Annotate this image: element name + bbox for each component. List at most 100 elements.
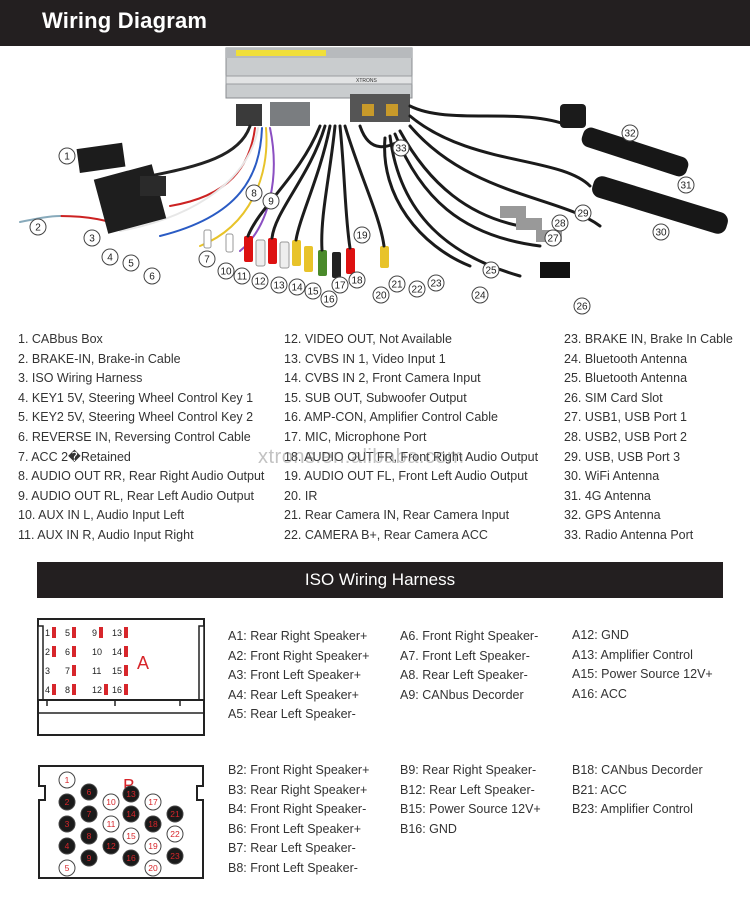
- rca-cables: [246, 124, 386, 252]
- pin-circle: [80, 805, 98, 823]
- callout: 12: [251, 272, 269, 290]
- pin-label: 12: [106, 841, 116, 851]
- pin-circle: [58, 837, 76, 855]
- pin-label: 22: [170, 829, 180, 839]
- list-item: A12: GND: [572, 628, 629, 642]
- svg-text:21: 21: [391, 280, 403, 291]
- list-item: 31. 4G Antenna: [564, 488, 651, 503]
- pin-contact: [104, 684, 108, 695]
- pin-circle: [122, 827, 140, 845]
- svg-text:4: 4: [107, 253, 113, 264]
- list-item: A13: Amplifier Control: [572, 647, 693, 662]
- list-item: 33. Radio Antenna Port: [564, 527, 694, 542]
- callout: 2: [29, 218, 47, 236]
- connector-a-label: A: [137, 653, 149, 673]
- pin-circle: [102, 815, 120, 833]
- callout: 22: [408, 280, 426, 298]
- pin-label: 7: [87, 809, 92, 819]
- list-item: 7. ACC 2�Retained: [18, 449, 131, 464]
- pin-contact: [72, 665, 76, 676]
- svg-text:25: 25: [485, 266, 497, 277]
- pin-label: 14: [126, 809, 136, 819]
- callout: 10: [217, 262, 235, 280]
- list-item: 3. ISO Wiring Harness: [18, 371, 143, 386]
- svg-text:33: 33: [395, 144, 407, 155]
- list-item: 11. AUX IN R, Audio Input Right: [18, 527, 194, 542]
- callout: 15: [304, 282, 322, 300]
- callout: 26: [573, 297, 591, 315]
- callout: 6: [143, 267, 161, 285]
- list-item: 8. AUDIO OUT RR, Rear Right Audio Output: [18, 469, 265, 484]
- callout: 29: [574, 204, 592, 222]
- callout: 9: [262, 192, 280, 210]
- callout: 33: [392, 139, 410, 157]
- list-item: A4: Rear Left Speaker+: [228, 687, 359, 702]
- list-item: B18: CANbus Decorder: [572, 763, 703, 777]
- svg-text:31: 31: [680, 181, 692, 192]
- pin-contact: [124, 684, 128, 695]
- pin-circle: [122, 849, 140, 867]
- svg-text:6: 6: [149, 272, 155, 283]
- parts-list-col1: 1. CABbus Box 2. BRAKE-IN, Brake-in Cabl…: [18, 330, 264, 546]
- list-item: A6. Front Right Speaker-: [400, 629, 539, 643]
- list-item: 9. AUDIO OUT RL, Rear Left Audio Output: [18, 488, 254, 503]
- pin-list-a1: A1: Rear Right Speaker+ A2: Front Right …: [228, 627, 369, 725]
- callout: 13: [270, 276, 288, 294]
- section-header: ISO Wiring Harness: [37, 562, 723, 598]
- pin-label: 7: [65, 666, 70, 676]
- svg-text:11: 11: [237, 272, 248, 283]
- pin-contact: [124, 665, 128, 676]
- pin-contact: [124, 646, 128, 657]
- pin-circle: [144, 859, 162, 877]
- svg-text:18: 18: [351, 276, 363, 287]
- callout: 11: [233, 267, 251, 285]
- page-title: Wiring Diagram: [42, 8, 208, 33]
- pin-label: 6: [65, 647, 70, 657]
- callout: 1: [58, 147, 76, 165]
- callout: 18: [348, 271, 366, 289]
- list-item: 5. KEY2 5V, Steering Wheel Control Key 2: [18, 410, 254, 425]
- list-item: 29. USB, USB Port 3: [564, 449, 681, 464]
- antennas: [500, 104, 728, 278]
- pin-circle: [144, 815, 162, 833]
- list-item: 32. GPS Antenna: [564, 508, 661, 523]
- pin-contact: [72, 646, 76, 657]
- pin-circle: [80, 827, 98, 845]
- svg-text:23: 23: [430, 279, 442, 290]
- list-item: A3: Front Left Speaker+: [228, 668, 362, 683]
- svg-text:7: 7: [204, 255, 210, 266]
- pin-circle: [122, 785, 140, 803]
- pin-label: 23: [170, 851, 180, 861]
- parts-list-col3: 23. BRAKE IN, Brake In Cable 24. Bluetoo…: [564, 330, 733, 546]
- pin-label: 5: [65, 628, 70, 638]
- list-item: 16. AMP-CON, Amplifier Control Cable: [284, 410, 498, 425]
- callout: 25: [482, 261, 500, 279]
- list-item: 30. WiFi Antenna: [564, 469, 660, 484]
- pin-circle: [80, 849, 98, 867]
- antenna-cables: [358, 104, 602, 278]
- pin-label: 3: [65, 819, 70, 829]
- callout: 16: [320, 290, 338, 308]
- pin-circle: [58, 793, 76, 811]
- pin-label: 11: [107, 819, 116, 829]
- callout: 8: [245, 184, 263, 202]
- pin-label: 14: [112, 647, 122, 657]
- pin-circle: [166, 847, 184, 865]
- pin-label: 16: [126, 853, 136, 863]
- pin-circle: [166, 825, 184, 843]
- callout: 5: [122, 254, 140, 272]
- pin-contact: [99, 627, 103, 638]
- svg-text:1: 1: [64, 152, 70, 163]
- pin-contact: [72, 627, 76, 638]
- pin-label: 13: [126, 789, 136, 799]
- pin-list-b3: B18: CANbus Decorder B21: ACC B23: Ampli…: [572, 761, 703, 820]
- pin-label: 13: [112, 628, 122, 638]
- callout: 19: [353, 226, 371, 244]
- list-item: 27. USB1, USB Port 1: [564, 410, 687, 425]
- list-item: B8: Front Left Speaker-: [228, 860, 358, 875]
- svg-text:3: 3: [89, 234, 95, 245]
- list-item: 2. BRAKE-IN, Brake-in Cable: [18, 351, 181, 366]
- list-item: B23: Amplifier Control: [572, 802, 693, 817]
- pin-label: 2: [65, 797, 70, 807]
